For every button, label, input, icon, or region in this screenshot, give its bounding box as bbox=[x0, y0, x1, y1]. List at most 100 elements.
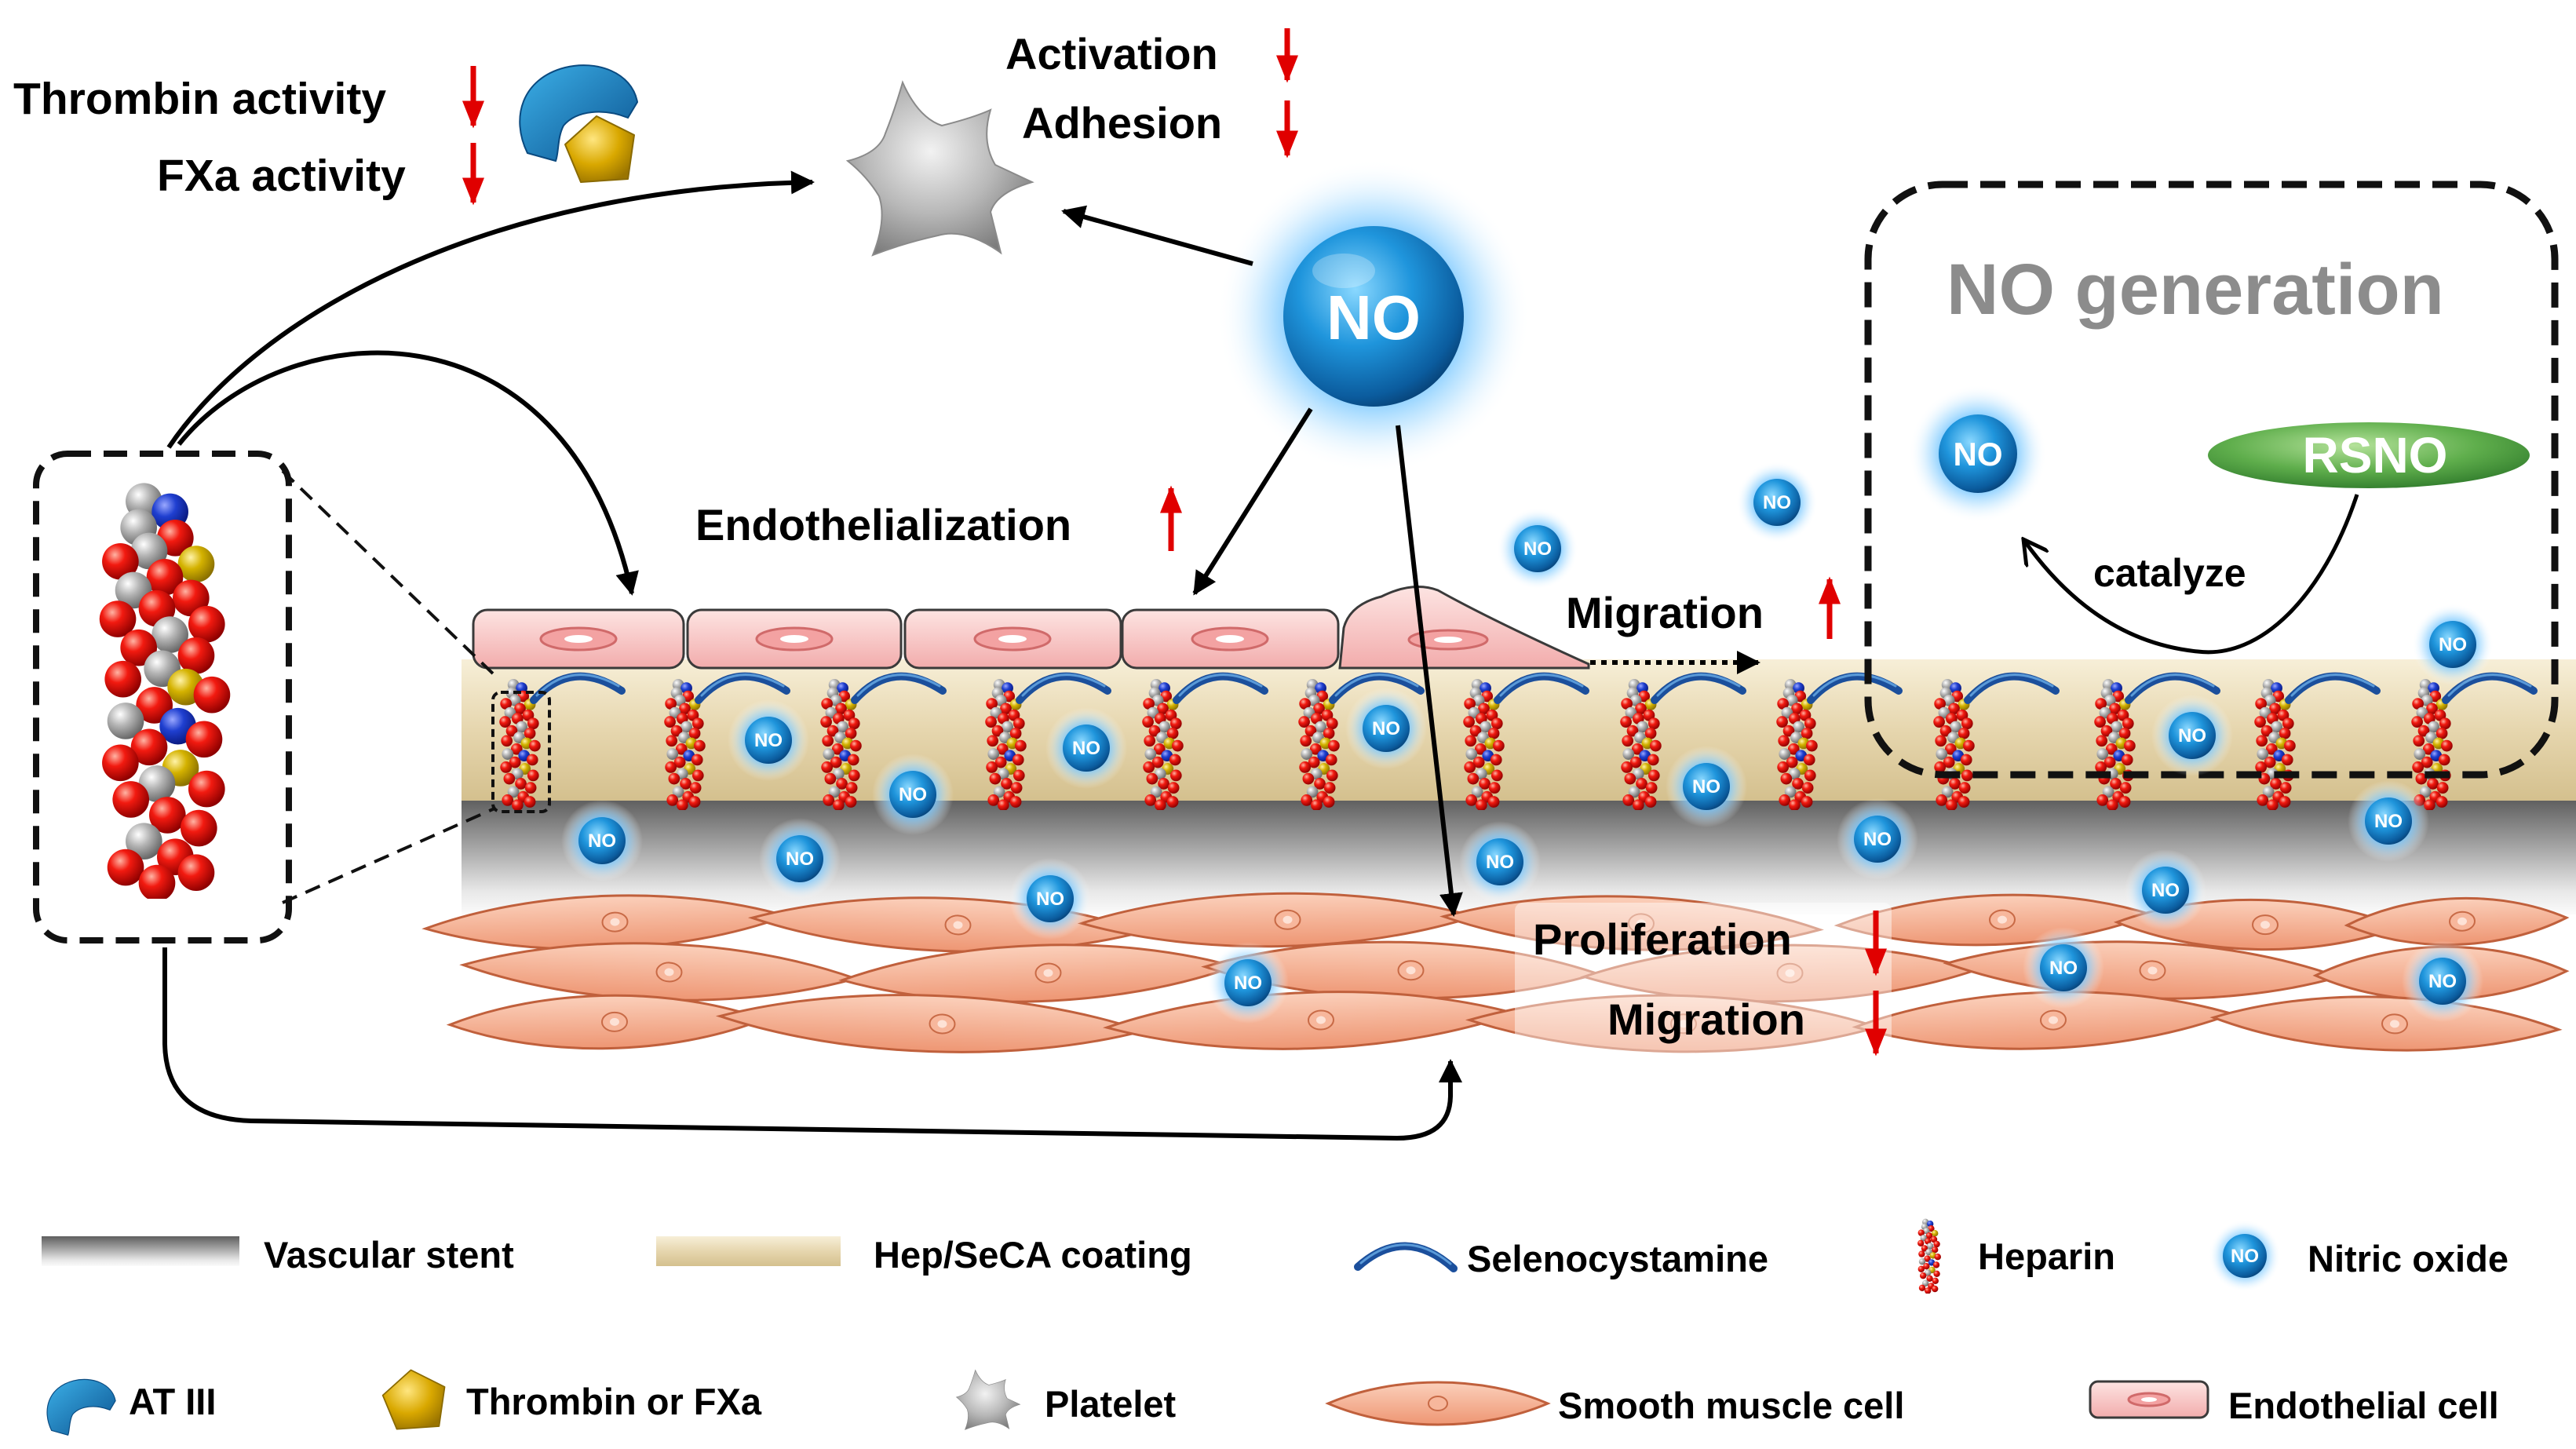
nitric-oxide-label: NO bbox=[1763, 492, 1791, 513]
no-generation-box bbox=[1864, 181, 2559, 779]
heparin-highlight-box bbox=[491, 691, 551, 813]
nitric-oxide-label: NO bbox=[1486, 852, 1514, 873]
nitric-oxide-label: NO bbox=[1036, 889, 1064, 910]
nitric-oxide-molecule: NO bbox=[2151, 695, 2233, 776]
smooth-muscle-cell bbox=[1852, 991, 2236, 1050]
migrating-endothelial-cell bbox=[1338, 586, 1590, 670]
endothelial-cell bbox=[1121, 608, 1340, 670]
catalyze-arrow bbox=[2025, 494, 2359, 655]
nitric-oxide-label: NO bbox=[2374, 811, 2403, 832]
nitric-oxide-molecule: NO bbox=[1459, 821, 1541, 903]
nitric-oxide-label: NO bbox=[754, 730, 783, 751]
selenocystamine bbox=[851, 672, 947, 704]
legend-label: Nitric oxide bbox=[2308, 1238, 2508, 1279]
selenocystamine bbox=[1173, 672, 1268, 704]
thrombin-icon bbox=[564, 115, 635, 183]
legend-label: Smooth muscle cell bbox=[1558, 1385, 1904, 1426]
arrow-no-to-smooth-muscle bbox=[1396, 425, 1463, 917]
arrow-heparin-to-endothelium bbox=[177, 350, 639, 596]
nitric-oxide-label: NO bbox=[1954, 436, 2003, 473]
arrow-heparin-to-smooth-muscle bbox=[162, 947, 1462, 1141]
thrombin-activity-label: Thrombin activity bbox=[13, 74, 386, 124]
nitric-oxide-label: NO bbox=[2151, 880, 2180, 901]
legend-label: Selenocystamine bbox=[1467, 1238, 1768, 1279]
arrow-no-to-endothelium bbox=[1192, 407, 1313, 596]
nitric-oxide-central: NO bbox=[1217, 159, 1531, 473]
ec-migration-label: Migration bbox=[1566, 588, 1764, 637]
selenocystamine bbox=[1329, 672, 1425, 704]
selenocystamine bbox=[1651, 672, 1746, 704]
no-generation-title: NO generation bbox=[1947, 250, 2444, 330]
nitric-oxide-label: NO bbox=[1234, 973, 1262, 994]
nitric-oxide-molecule: NO bbox=[872, 754, 954, 835]
smc-migration-label: Migration bbox=[1607, 995, 1805, 1044]
arrow-heparin-to-platelet bbox=[166, 170, 815, 449]
nitric-oxide-molecule: NO bbox=[728, 699, 809, 781]
heparin-icon bbox=[1917, 1218, 1941, 1294]
catalyze-label: catalyze bbox=[2093, 551, 2246, 595]
legend-label: Vascular stent bbox=[264, 1234, 514, 1276]
endothelial-cell bbox=[686, 608, 903, 670]
nitric-oxide-molecule: NO bbox=[2023, 927, 2104, 1009]
nitric-oxide-generated: NO bbox=[1909, 385, 2047, 523]
nitric-oxide-label: NO bbox=[786, 849, 814, 870]
fxa-activity-label: FXa activity bbox=[157, 151, 406, 201]
nitric-oxide-label: NO bbox=[1072, 738, 1100, 759]
rsno-label: RSNO bbox=[2303, 427, 2448, 484]
nitric-oxide-molecule: NO bbox=[2412, 604, 2494, 685]
nitric-oxide-label: NO bbox=[2231, 1246, 2259, 1267]
nitric-oxide-molecule: NO bbox=[1009, 858, 1091, 940]
platelet-icon bbox=[847, 82, 1033, 256]
legend-label: AT III bbox=[129, 1381, 216, 1422]
endothelial-cell-icon bbox=[2089, 1380, 2209, 1419]
hep-seca-coating-icon bbox=[656, 1236, 841, 1266]
selenocystamine bbox=[1807, 672, 1903, 704]
smooth-muscle-cell bbox=[446, 994, 768, 1050]
nitric-oxide-label: NO bbox=[2439, 634, 2467, 655]
nitric-oxide-label: NO bbox=[2178, 725, 2206, 746]
heparin-molecule-enlarged bbox=[99, 483, 231, 899]
nitric-oxide-label: NO bbox=[588, 830, 616, 852]
selenocystamine bbox=[1494, 672, 1589, 704]
endothelial-cell-layer bbox=[472, 586, 1590, 670]
nitric-oxide-molecule: NO bbox=[2402, 940, 2483, 1022]
endothelial-cell bbox=[472, 608, 685, 670]
nitric-oxide-molecule: NO bbox=[1837, 798, 1918, 880]
legend-label: Hep/SeCA coating bbox=[874, 1234, 1192, 1276]
legend: Vascular stent Hep/SeCA coating Selenocy… bbox=[42, 1218, 2508, 1436]
rsno-molecule: RSNO bbox=[2208, 422, 2530, 488]
smc-effect-backdrop bbox=[1515, 903, 1892, 1060]
platelet-icon bbox=[956, 1370, 1020, 1430]
zoom-connector-bottom bbox=[282, 807, 495, 904]
coating-molecules bbox=[499, 672, 2538, 810]
endothelialization-label: Endothelialization bbox=[695, 500, 1071, 549]
smooth-muscle-cell bbox=[1077, 892, 1479, 948]
nitric-oxide-label: NO bbox=[1863, 829, 1892, 850]
zoom-connector-top bbox=[281, 469, 496, 677]
nitric-oxide-molecule: NO bbox=[2348, 780, 2429, 862]
nitric-oxide-label: NO bbox=[899, 784, 927, 805]
legend-label: Endothelial cell bbox=[2228, 1385, 2499, 1426]
nitric-oxide-label: NO bbox=[1692, 776, 1720, 797]
selenocystamine bbox=[2285, 672, 2381, 704]
smooth-muscle-cell bbox=[2344, 896, 2570, 947]
nitric-oxide-molecule: NO bbox=[561, 800, 643, 881]
selenocystamine bbox=[2442, 672, 2538, 704]
selenocystamine bbox=[1016, 672, 1111, 704]
nitric-oxide-molecule: NO bbox=[1736, 462, 1818, 543]
nitric-oxide-molecule: NO bbox=[2125, 849, 2206, 931]
legend-label: Platelet bbox=[1045, 1383, 1177, 1425]
nitric-oxide-label: NO bbox=[2049, 958, 2078, 979]
proliferation-label: Proliferation bbox=[1533, 914, 1792, 964]
thrombin-icon bbox=[381, 1369, 446, 1430]
nitric-oxide-molecule: NO bbox=[1345, 688, 1427, 769]
nitric-oxide-label: NO bbox=[1523, 538, 1552, 560]
activation-label: Activation bbox=[1005, 29, 1218, 78]
legend-label: Thrombin or FXa bbox=[466, 1381, 762, 1422]
nitric-oxide-molecule: NO bbox=[759, 818, 841, 900]
at-iii-icon bbox=[46, 1378, 116, 1436]
legend-label: Heparin bbox=[1978, 1235, 2115, 1277]
endothelial-cell bbox=[903, 608, 1122, 670]
adhesion-label: Adhesion bbox=[1022, 98, 1222, 148]
